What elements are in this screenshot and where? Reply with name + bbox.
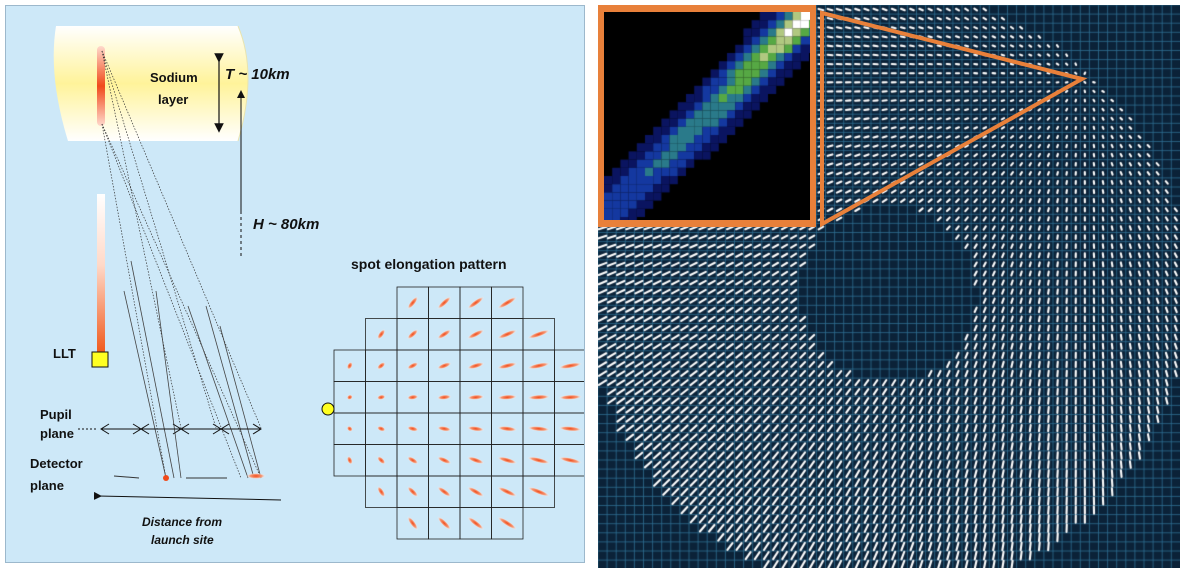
- elongated-spot: [527, 486, 550, 497]
- elongated-spot: [467, 394, 485, 400]
- elongated-spot: [346, 394, 353, 400]
- elongated-spot: [527, 425, 551, 432]
- elongated-spot: [407, 362, 419, 370]
- pupil-label-line1: Pupil: [40, 407, 72, 422]
- elongated-spot: [377, 486, 386, 498]
- elongated-spot: [406, 425, 419, 432]
- zoomed-spot: [604, 12, 810, 220]
- elongated-spot: [558, 394, 583, 400]
- elongated-spot: [437, 329, 452, 340]
- distance-label-line2: launch site: [151, 533, 214, 547]
- pattern-title: spot elongation pattern: [351, 256, 507, 272]
- lgs-geometry-svg: Sodium layer T ~ 10km H ~ 80km LLT: [30, 25, 584, 547]
- elongated-spot: [497, 516, 518, 530]
- elongated-spot: [376, 425, 386, 432]
- elongated-spot: [346, 425, 353, 432]
- height-label: H ~ 80km: [253, 216, 319, 233]
- elongated-spot: [407, 486, 419, 498]
- detector-spot-2: [246, 473, 266, 479]
- elongated-spot: [497, 362, 518, 370]
- elongated-spot: [437, 362, 452, 370]
- elongated-spot: [497, 296, 518, 309]
- elongated-spot: [467, 456, 485, 465]
- elongation-grid: [333, 286, 584, 540]
- elongated-spot: [376, 394, 386, 400]
- pupil-plane-arrows: [100, 423, 262, 435]
- elongated-spot: [377, 456, 386, 465]
- subaperture-cell: [522, 475, 555, 508]
- detector-spot-1: [163, 475, 169, 481]
- elongated-spot: [497, 425, 518, 432]
- elongated-spot: [467, 516, 485, 530]
- elongated-spot: [497, 456, 518, 465]
- zoom-lines: [820, 10, 1088, 228]
- subaperture-cell: [554, 444, 584, 477]
- inset-frame: [598, 5, 816, 227]
- elongated-spot: [527, 456, 551, 465]
- elongated-spot: [346, 361, 353, 370]
- elongated-spot: [407, 329, 419, 340]
- shack-hartmann-frame: [598, 5, 1180, 568]
- detector-label-line1: Detector: [30, 456, 83, 471]
- elongated-spot: [497, 394, 518, 400]
- elongated-spot: [527, 329, 551, 339]
- sodium-label-line1: Sodium: [150, 70, 198, 85]
- elongated-spot: [467, 362, 485, 370]
- beam-rays: [123, 260, 262, 479]
- elongated-spot: [437, 486, 452, 498]
- pupil-label-line2: plane: [40, 426, 74, 441]
- elongated-spot: [407, 296, 419, 310]
- elongated-spot: [437, 394, 452, 400]
- elongated-spot: [467, 329, 485, 340]
- elongated-spot: [407, 456, 419, 465]
- elongated-spot: [376, 361, 386, 370]
- elongated-spot: [467, 486, 485, 497]
- detector-label-line2: plane: [30, 478, 64, 493]
- elongated-spot: [437, 516, 452, 531]
- lgs-geometry-diagram: Sodium layer T ~ 10km H ~ 80km LLT: [5, 5, 585, 563]
- elongated-spot: [437, 425, 452, 432]
- elongated-spot: [407, 516, 419, 531]
- distance-arrow: [93, 491, 282, 501]
- elongated-spot: [558, 456, 583, 464]
- sodium-label-line2: layer: [158, 92, 188, 107]
- elongated-spot: [377, 329, 386, 340]
- launch-site-marker: [321, 402, 335, 416]
- subaperture-cell: [491, 507, 524, 540]
- elongated-spot: [437, 456, 452, 465]
- llt-label: LLT: [53, 346, 76, 361]
- elongated-spot: [437, 296, 452, 310]
- elongated-spot: [527, 362, 551, 370]
- elongated-spot: [558, 362, 583, 370]
- llt-box: [91, 351, 109, 368]
- elongated-spot: [527, 394, 551, 400]
- elongated-spot: [406, 394, 419, 400]
- elongated-spot: [497, 329, 518, 340]
- elongated-spot: [467, 296, 485, 310]
- elongated-spot: [346, 455, 353, 465]
- light-rays: [101, 50, 262, 479]
- sodium-layer: [53, 25, 249, 142]
- distance-label-line1: Distance from: [142, 515, 222, 529]
- thickness-label: T ~ 10km: [225, 66, 290, 83]
- laser-beam: [97, 194, 105, 352]
- inset-overlay: [820, 10, 1088, 228]
- detector-segments: [113, 475, 227, 479]
- elongated-spot: [467, 425, 485, 432]
- elongated-spot: [497, 486, 518, 497]
- plume-spot: [97, 46, 105, 126]
- elongated-spot: [558, 425, 583, 432]
